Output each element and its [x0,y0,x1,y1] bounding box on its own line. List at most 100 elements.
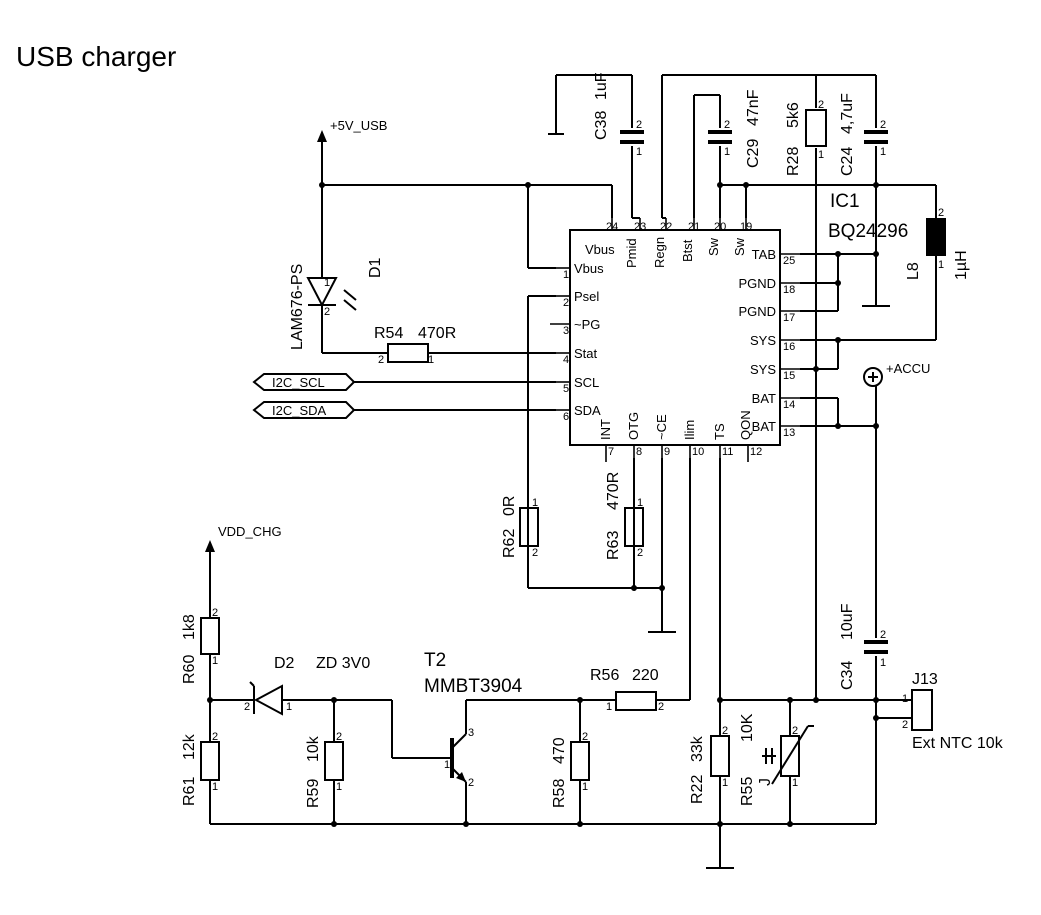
r60-pin1: 1 [212,655,218,667]
c24-pin2: 2 [880,119,886,131]
t2-ref: T2 [424,650,446,671]
pin-name-pgnd-18: PGND [738,276,776,291]
j13-value: Ext NTC 10k [912,735,1004,752]
r62-body [519,507,539,547]
up-arrow-icon [205,540,215,552]
r22-ref: R22 [689,775,706,804]
c34-value: 10uF [839,603,856,640]
r22-pin2: 2 [722,725,728,737]
r58-ref: R58 [551,779,568,808]
pin-name-btst: Btst [680,239,695,262]
r55-pin1: 1 [792,777,798,789]
r63-value: 470R [605,472,622,510]
r60-body [200,617,220,655]
emitter-arrow-icon [456,772,466,782]
r56-ref: R56 [590,667,619,684]
pin-name-qon: QON [738,410,753,440]
ic1-bottom-pins: 7 8 9 10 11 12 INT OTG ~CE Ilim TS QON [598,410,762,462]
c38-ref: C38 [593,111,610,140]
pin-name-stat: Stat [574,346,598,361]
pin-name-tab: TAB [752,247,776,262]
pin-name-sda: SDA [574,403,601,418]
c38-pin2: 2 [636,119,642,131]
r22-value: 33k [689,735,706,762]
t2-pin2: 2 [468,777,474,789]
pin-name-bat-13: BAT [752,419,776,434]
pin-num-25: 25 [783,255,795,267]
pin-name-vbus-top: Vbus [585,242,615,257]
j13-pin1: 1 [902,693,908,705]
r60-ref: R60 [181,655,198,684]
pin-name-sys-15: SYS [750,362,776,377]
pin-name-sw-20: Sw [706,237,721,256]
j13-ref: J13 [912,671,938,688]
r56-value: 220 [632,667,659,684]
r54-ref: R54 [374,325,403,342]
r63-pin1: 1 [637,497,643,509]
r58-body [570,741,590,781]
l8-value: 1µH [953,250,970,280]
r22-pin1: 1 [722,777,728,789]
ic1-part: BQ24296 [828,221,908,242]
ic1-top-pins: 24 23 22 21 20 19 Vbus Pmid Regn Btst Sw… [585,218,752,268]
pin-name-int: INT [598,419,613,440]
pin-num-5: 5 [563,383,569,395]
r55-value: 10K [739,713,756,742]
pin-name-scl: SCL [574,375,599,390]
pin-num-22: 22 [660,221,672,233]
r56-pin2: 2 [658,701,664,713]
d2-value: ZD 3V0 [316,655,370,672]
r63-body [624,507,644,547]
ic1-left-pins: 1 2 3 4 5 6 Vbus Psel ~PG Stat SCL SDA [550,261,604,423]
c29-value: 47nF [745,89,762,126]
d2-pin1: 1 [286,701,292,713]
d2-pin2: 2 [244,701,250,713]
d1-pin1: 1 [324,277,330,289]
pin-num-14: 14 [783,399,795,411]
up-arrow-icon [317,130,327,142]
pin-name-sw-19: Sw [732,237,747,256]
net-vdd-label: VDD_CHG [218,524,282,539]
pin-num-7: 7 [608,446,614,458]
c34-ref: C34 [839,661,856,690]
pin-name-pmid: Pmid [624,238,639,268]
r61-pin2: 2 [212,731,218,743]
pin-name-ce: ~CE [654,414,669,440]
pin-num-16: 16 [783,341,795,353]
c29-pin2: 2 [724,119,730,131]
r59-value: 10k [305,735,322,762]
pin-name-otg: OTG [626,412,641,440]
r62-pin2: 2 [532,547,538,559]
r28-pin1: 1 [818,149,824,161]
pin-num-13: 13 [783,427,795,439]
config-resistors: 1 2 R62 0R 1 2 R63 470R [501,295,676,633]
l8-body [926,218,946,256]
pin-num-10: 10 [692,446,704,458]
pin-num-8: 8 [636,446,642,458]
c24-pin1: 1 [880,146,886,158]
pin-num-18: 18 [783,284,795,296]
d2-ref: D2 [274,655,295,672]
t2-pin3: 3 [468,727,474,739]
r60-value: 1k8 [181,614,198,640]
pin-num-23: 23 [634,221,646,233]
r62-value: 0R [501,496,518,516]
ic1-body [569,229,781,446]
ic1-ref: IC1 [830,191,860,212]
t2-value: MMBT3904 [424,676,523,697]
pin-num-3: 3 [563,325,569,337]
d1-led-icon [306,277,338,308]
pin-num-6: 6 [563,411,569,423]
r54-pin1: 1 [428,354,434,366]
r22-body [710,735,730,777]
c34-pin1: 1 [880,657,886,669]
top-wiring: +5V_USB 2 1 C38 1uF 2 1 R28 5k6 [317,72,970,700]
pin-num-21: 21 [688,221,700,233]
r59-ref: R59 [305,779,322,808]
page-title: USB charger [16,41,176,72]
j13-pin2: 2 [902,719,908,731]
net-scl-label: I2C_SCL [272,375,325,390]
ic1-right-pins: 25 18 17 16 15 14 13 TAB PGND PGND SYS S… [738,247,800,439]
status-led-section: 1 2 2 1 D1 LAM676-PS R54 470R I2C_SCL I2… [252,185,556,419]
